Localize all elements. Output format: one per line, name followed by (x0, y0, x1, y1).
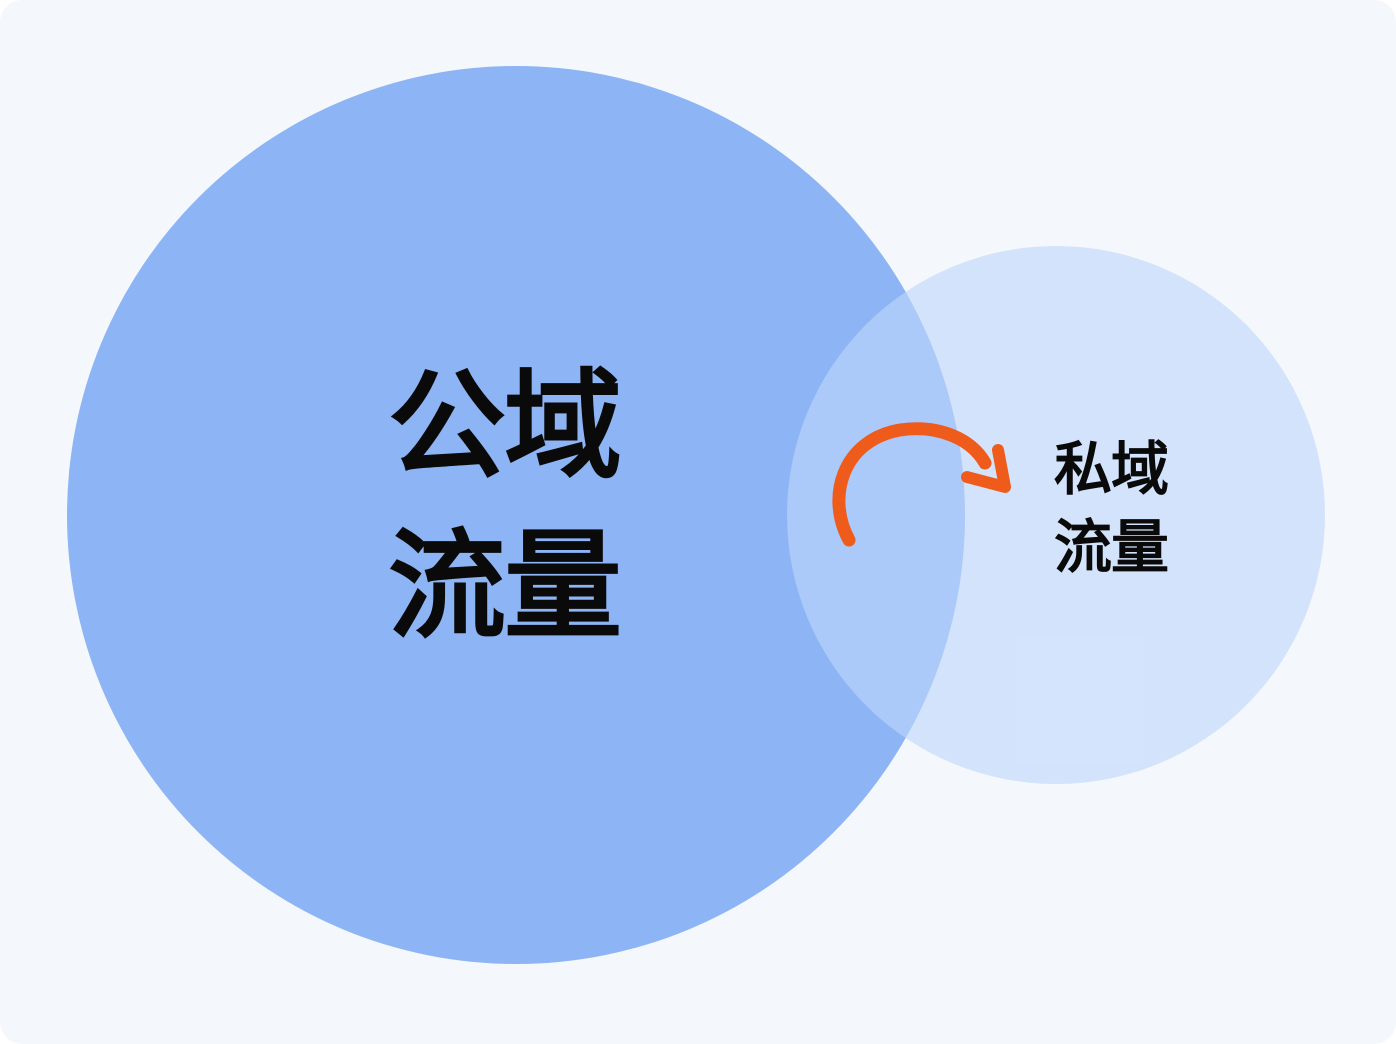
private-traffic-circle (787, 246, 1325, 784)
public-label-line1: 公域 (388, 357, 622, 495)
private-label-line2: 流量 (1054, 513, 1169, 581)
private-label-line1: 私域 (1054, 435, 1169, 503)
public-label-line2: 流量 (388, 517, 622, 655)
public-traffic-label: 公域 流量 (388, 346, 622, 666)
private-traffic-label: 私域 流量 (1054, 430, 1169, 586)
